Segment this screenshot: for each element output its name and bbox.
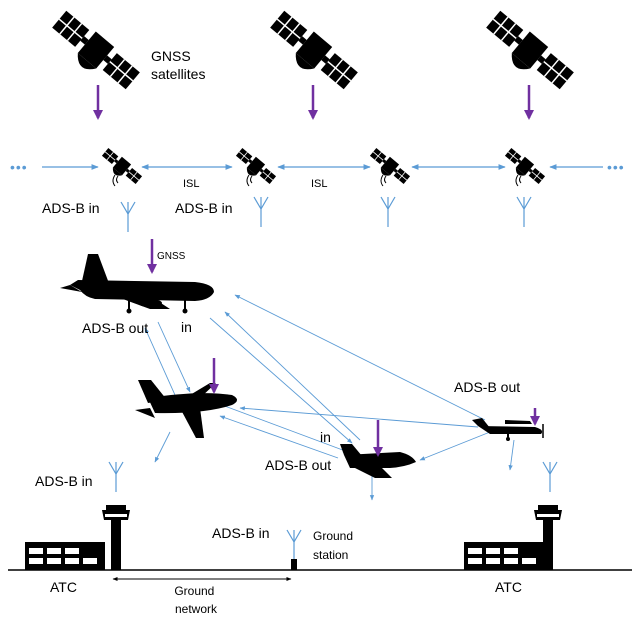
airliner-1-icon [60, 254, 214, 314]
ground-station-label: Ground station [313, 529, 356, 562]
ellipsis-left: ••• [10, 159, 28, 175]
leo-satellite-2-icon [231, 145, 278, 190]
adsb-in-sat1-label: ADS-B in [42, 200, 100, 216]
fighter-jet-icon [340, 444, 416, 478]
gnss-downlink-arrows [93, 85, 534, 120]
ground-station-base-icon [291, 559, 297, 570]
leo-satellite-1-icon [97, 145, 144, 190]
atc-left-label: ATC [50, 579, 77, 595]
atc-right-label: ATC [495, 579, 522, 595]
satellite-antenna-4-icon [516, 196, 532, 228]
control-tower-left-icon [102, 505, 130, 570]
atc-left-antenna-icon [108, 461, 124, 493]
small-plane-icon [472, 418, 544, 441]
adsb-in-atc-left-label: ADS-B in [35, 473, 93, 489]
gnss-satellites-label: GNSS satellites [151, 48, 205, 82]
airliner-2-icon [135, 380, 237, 438]
adsb-out-airliner-label: ADS-B out [82, 320, 148, 336]
adsb-out-fighter-label: ADS-B out [265, 457, 331, 473]
satellite-antenna-1-icon [120, 201, 136, 233]
isl-label-2: ISL [311, 178, 328, 190]
gnss-satellite-2-icon [262, 7, 361, 99]
atc-right-antenna-icon [542, 461, 558, 493]
adsb-in-sat2-label: ADS-B in [175, 200, 233, 216]
isl-label-1: ISL [183, 178, 200, 190]
gnss-aircraft-arrows [147, 239, 540, 457]
adsb-in-ground-label: ADS-B in [212, 525, 270, 541]
gnss-signal-label: GNSS [157, 251, 186, 262]
ellipsis-right: ••• [607, 159, 625, 175]
adsb-links [144, 294, 515, 501]
ground-network-label: Ground network [174, 584, 218, 616]
gnss-satellite-3-icon [478, 7, 577, 99]
in-airliner-label: in [181, 319, 192, 335]
leo-satellite-4-icon [500, 145, 547, 190]
satellite-antenna-2-icon [253, 196, 269, 228]
leo-satellite-3-icon [365, 145, 412, 190]
ground-station-antenna-icon [286, 529, 302, 561]
terminal-building-right-icon [464, 542, 544, 570]
gnss-satellite-1-icon [44, 7, 143, 99]
in-fighter-label: in [320, 429, 331, 445]
terminal-building-left-icon [25, 542, 105, 570]
adsb-out-gaplane-label: ADS-B out [454, 379, 520, 395]
satellite-antenna-3-icon [380, 196, 396, 228]
